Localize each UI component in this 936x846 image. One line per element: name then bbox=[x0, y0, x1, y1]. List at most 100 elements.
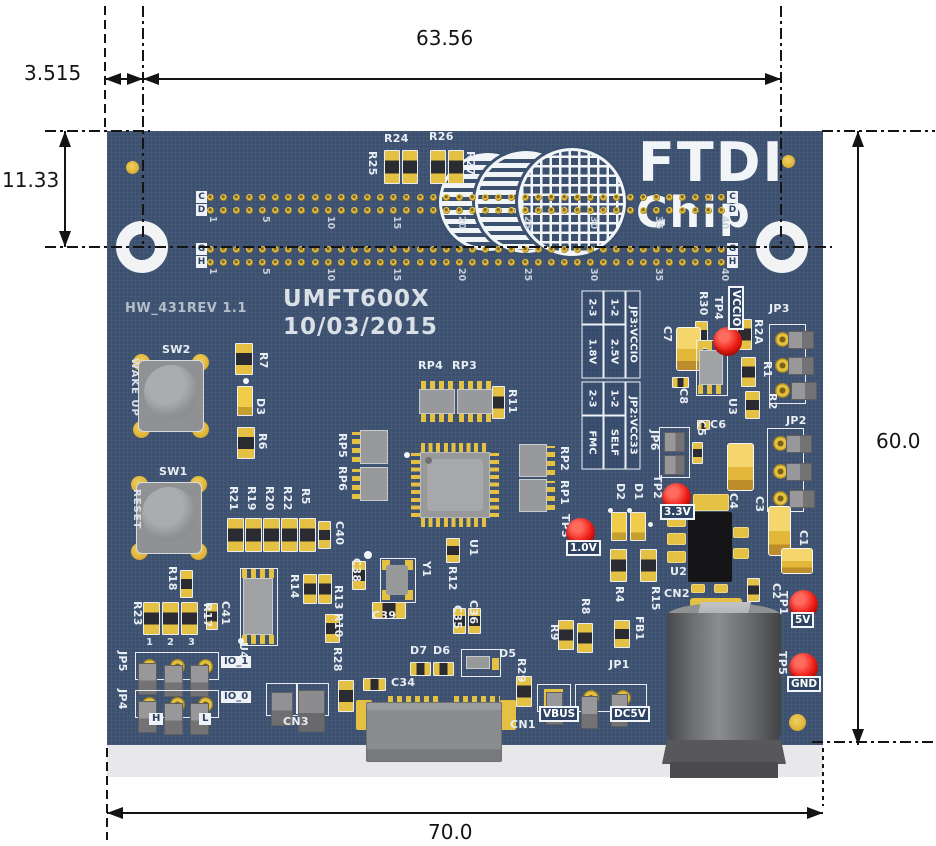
ref-label-cn3: CN3 bbox=[283, 715, 309, 728]
table-cell: 2.5V bbox=[603, 324, 625, 378]
arrowhead bbox=[59, 231, 71, 247]
ref-label-r4: R4 bbox=[613, 586, 626, 603]
ic-pins bbox=[242, 569, 275, 578]
ref-label-tp5: TP5 bbox=[776, 651, 789, 676]
header-pin-pad bbox=[429, 193, 437, 201]
header-pin-pad bbox=[429, 206, 437, 214]
header-pin-pad bbox=[626, 245, 634, 253]
header-pin-pad bbox=[665, 193, 673, 201]
arrowhead bbox=[765, 73, 781, 85]
chip-resistor bbox=[697, 420, 710, 430]
header-pin-pad bbox=[692, 258, 700, 266]
header-pin-pad bbox=[718, 245, 726, 253]
chip-resistor bbox=[372, 602, 406, 619]
usb-pins bbox=[388, 696, 440, 704]
header-pin-pad bbox=[495, 206, 503, 214]
header-pin-pad bbox=[679, 206, 687, 214]
extension-line bbox=[822, 130, 935, 132]
header-pin-pad bbox=[469, 258, 477, 266]
button-cap bbox=[144, 365, 198, 419]
jumper-cap bbox=[298, 690, 325, 732]
rn-pins bbox=[547, 481, 555, 510]
led bbox=[237, 386, 253, 416]
header-pin-pad bbox=[639, 258, 647, 266]
main-ic-ft600 bbox=[411, 443, 499, 527]
pin-number-tick: 25 bbox=[522, 216, 534, 230]
header-pin-pad bbox=[574, 258, 582, 266]
extension-line bbox=[812, 741, 935, 743]
ref-label-r9: R9 bbox=[548, 624, 561, 641]
dim-board-height: 60.0 bbox=[876, 429, 921, 453]
rn-body bbox=[457, 389, 493, 414]
ref-label-d7: D7 bbox=[410, 644, 428, 657]
table-cell: JP2:VCC33 bbox=[625, 381, 640, 469]
header-pin-pad bbox=[232, 258, 240, 266]
header-pin-pad bbox=[455, 258, 463, 266]
pin-number-tick: 5 bbox=[259, 216, 271, 223]
header-pin-pad bbox=[587, 245, 595, 253]
header-pin-pad bbox=[600, 206, 608, 214]
header-pin-pad bbox=[455, 206, 463, 214]
header-pin-pad bbox=[206, 193, 214, 201]
header-pin-pad bbox=[718, 258, 726, 266]
header-pin-pad bbox=[245, 258, 253, 266]
arrowhead bbox=[127, 73, 143, 85]
ref-label-rp3: RP3 bbox=[452, 359, 478, 372]
ic-body bbox=[699, 350, 723, 385]
row-letter-box: G bbox=[196, 243, 207, 255]
boxed-label-33v: 3.3V bbox=[660, 504, 695, 520]
header-pin-pad bbox=[364, 258, 372, 266]
row-letter-box: H bbox=[196, 256, 207, 268]
header-pin-pad bbox=[652, 206, 660, 214]
rn-body bbox=[360, 430, 388, 464]
chip-resistor bbox=[162, 602, 179, 635]
chip-resistor bbox=[745, 391, 760, 419]
ref-label-jp2: JP2 bbox=[786, 414, 807, 427]
dimension-line-3515 bbox=[105, 78, 143, 80]
ref-label-c34: C34 bbox=[391, 676, 416, 689]
header-pin-pad bbox=[626, 206, 634, 214]
ref-label-r29: R29 bbox=[515, 658, 528, 683]
chip-resistor bbox=[446, 538, 460, 563]
header-pin-pad bbox=[337, 206, 345, 214]
header-pin-pad bbox=[429, 245, 437, 253]
pin-number-tick: 25 bbox=[522, 268, 534, 282]
header-pin-pad bbox=[416, 206, 424, 214]
jumper-header bbox=[135, 690, 219, 735]
ic-chip bbox=[240, 568, 278, 646]
header-pin-pad bbox=[665, 206, 673, 214]
header-pin-pad bbox=[298, 258, 306, 266]
table-cell: JP3:VCCIO bbox=[625, 290, 640, 378]
ref-label-tp4: TP4 bbox=[712, 296, 725, 321]
ref-label-r23: R23 bbox=[131, 601, 144, 626]
ref-label-wake-up: WAKE UP bbox=[129, 358, 140, 417]
row-letter-box: G bbox=[727, 243, 738, 255]
header-pin-pad bbox=[521, 245, 529, 253]
header-pin bbox=[775, 332, 790, 347]
boxed-label-vccio: VCCIO bbox=[728, 286, 744, 331]
ref-label-2: 2 bbox=[167, 637, 175, 648]
qfp-pins bbox=[421, 518, 489, 527]
header-pin-pad bbox=[272, 258, 280, 266]
via-pad bbox=[782, 155, 795, 168]
chip-resistor bbox=[143, 602, 160, 635]
via-pad bbox=[126, 161, 139, 174]
solder-pad bbox=[714, 584, 728, 593]
ref-label-c7: C7 bbox=[661, 326, 674, 343]
header-pin-pad bbox=[639, 193, 647, 201]
ref-label-3: 3 bbox=[188, 637, 196, 648]
ref-label-cn1: CN1 bbox=[510, 718, 536, 731]
header-pin-pad bbox=[560, 258, 568, 266]
ic-body bbox=[243, 578, 273, 635]
qfp-pins bbox=[490, 453, 499, 517]
chip-resistor bbox=[640, 549, 657, 582]
pin-number-tick: 40 bbox=[718, 268, 730, 282]
header-pin-pad bbox=[337, 193, 345, 201]
pin-number-tick: 35 bbox=[653, 268, 665, 282]
header-pin-pad bbox=[259, 193, 266, 201]
jumper-cap bbox=[271, 692, 293, 726]
ref-label-tp1: TP1 bbox=[777, 591, 790, 616]
resistor-network bbox=[352, 430, 388, 464]
header-pin-pad bbox=[311, 245, 319, 253]
chip-resistor bbox=[235, 343, 253, 375]
